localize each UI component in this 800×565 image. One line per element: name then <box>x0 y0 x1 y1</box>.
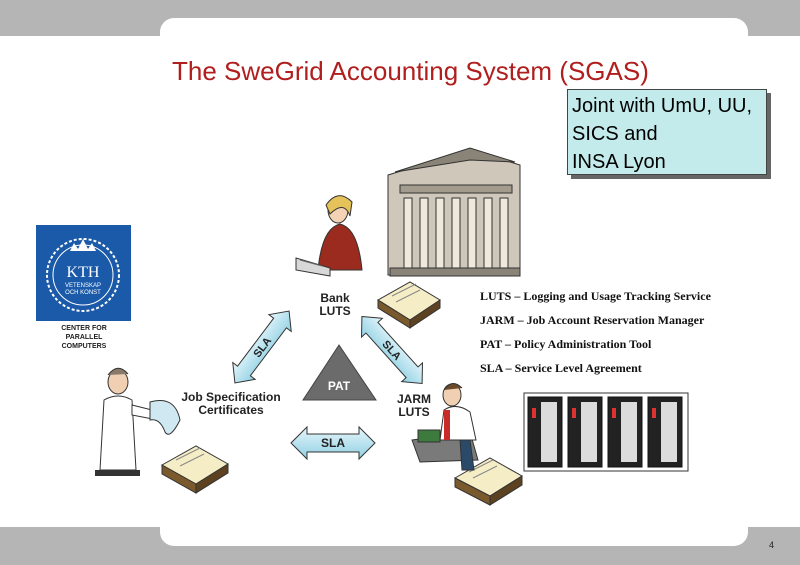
acronym-legend: LUTS – Logging and Usage Tracking Servic… <box>480 288 711 384</box>
caption-line: CENTER FOR <box>61 325 107 332</box>
kth-text-line1: VETENSKAP <box>65 283 101 289</box>
ledger-book-icon <box>377 281 441 329</box>
sla-label: SLA <box>321 436 345 450</box>
sla-arrow-bottom: SLA <box>290 425 376 461</box>
node-line: Certificates <box>198 403 264 417</box>
kth-text-line2: OCH KONST <box>65 290 101 296</box>
legend-item-luts: LUTS – Logging and Usage Tracking Servic… <box>480 289 711 303</box>
joint-collaboration-box: Joint with UmU, UU, SICS and INSA Lyon <box>567 89 767 175</box>
kth-text: KTH <box>67 264 100 281</box>
pat-label: PAT <box>328 379 351 393</box>
job-specification-label: Job Specification Certificates <box>174 391 288 417</box>
sla-arrow-left: SLA <box>232 310 292 384</box>
node-line: Job Specification <box>181 390 281 404</box>
jarm-luts-label: JARM LUTS <box>392 393 436 419</box>
caption-line: PARALLEL <box>65 334 103 341</box>
legend-item-jarm: JARM – Job Account Reservation Manager <box>480 313 705 327</box>
node-line: LUTS <box>319 304 351 318</box>
kth-crown-logo: KTH VETENSKAP OCH KONST <box>46 238 120 312</box>
page-number: 4 <box>769 540 775 550</box>
node-line: Bank <box>320 291 350 305</box>
bank-luts-label: Bank LUTS <box>314 292 356 318</box>
kth-caption: CENTER FOR PARALLEL COMPUTERS <box>48 324 120 351</box>
node-line: LUTS <box>398 405 430 419</box>
caption-line: COMPUTERS <box>61 343 107 350</box>
engineer-icon <box>411 383 479 471</box>
joint-line: Joint with UmU, UU, <box>572 95 753 117</box>
pat-triangle: PAT <box>302 344 377 401</box>
legend-item-pat: PAT – Policy Administration Tool <box>480 337 652 351</box>
joint-line: SICS and <box>572 123 658 145</box>
ledger-book-icon <box>160 445 229 494</box>
scientist-icon <box>95 367 181 476</box>
server-rack-icon <box>523 392 689 472</box>
bank-clerk-icon <box>295 195 363 277</box>
ledger-book-icon <box>453 457 523 506</box>
kth-logo: KTH VETENSKAP OCH KONST <box>36 225 131 321</box>
joint-line: INSA Lyon <box>572 151 666 173</box>
slide-title: The SweGrid Accounting System (SGAS) <box>172 56 649 86</box>
node-line: JARM <box>396 392 431 406</box>
legend-item-sla: SLA – Service Level Agreement <box>480 361 642 375</box>
bank-building-icon <box>387 147 521 277</box>
